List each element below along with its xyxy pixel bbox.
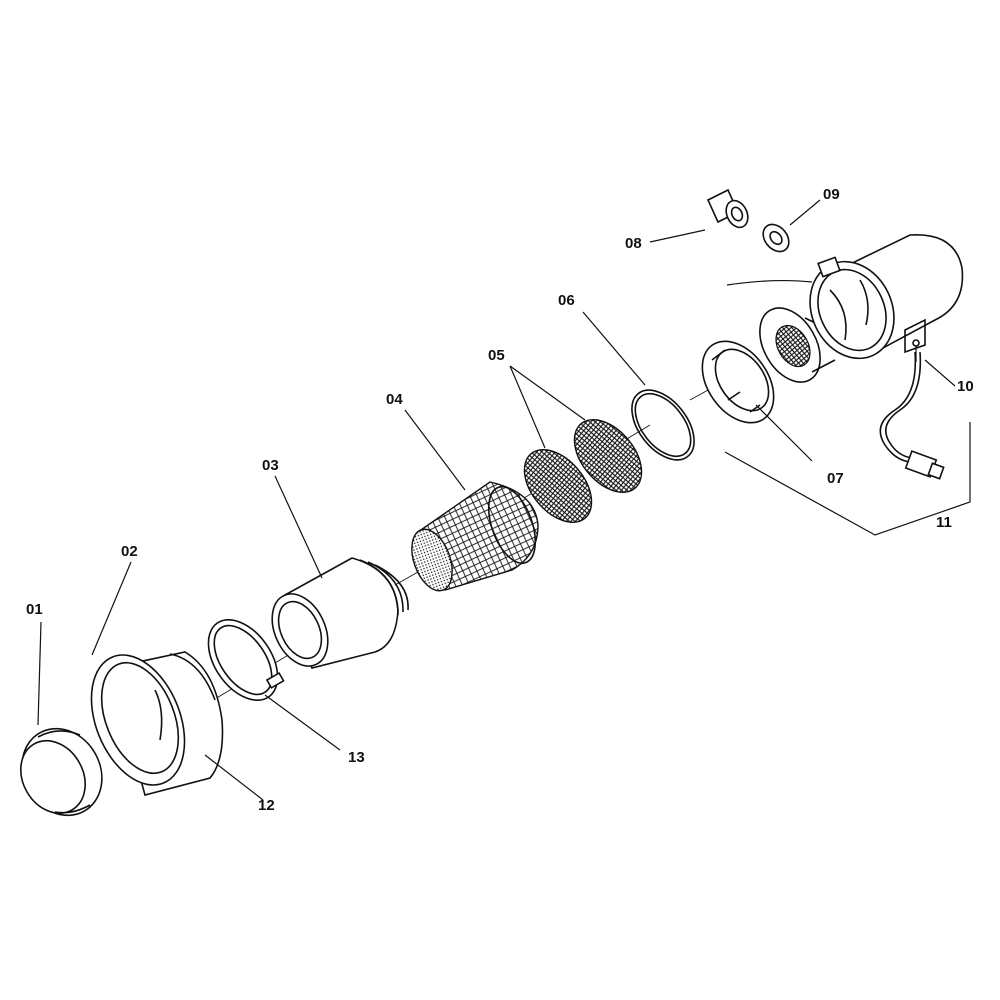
part-07-retaining-ring [701, 340, 775, 424]
part-10-screw [912, 339, 920, 362]
callout-10: 10 [957, 378, 974, 395]
callout-02: 02 [121, 543, 138, 560]
callout-08: 08 [625, 235, 642, 252]
callout-05: 05 [488, 347, 505, 364]
part-08-fitting [706, 188, 749, 229]
leader-lines [37, 199, 971, 801]
part-06-o-ring [631, 389, 695, 461]
callout-09: 09 [823, 186, 840, 203]
part-intake-fitting [759, 307, 836, 383]
part-09-washer [762, 223, 790, 253]
part-03-threaded-sleeve [271, 557, 409, 669]
callout-13: 13 [348, 749, 365, 766]
part-04-strainer-basket [411, 481, 539, 592]
callout-06: 06 [558, 292, 575, 309]
callout-03: 03 [262, 457, 279, 474]
callout-07: 07 [827, 470, 844, 487]
callout-01: 01 [26, 601, 43, 618]
callout-labels: 01 02 03 04 05 06 07 08 09 10 11 12 13 [26, 186, 974, 814]
callout-12: 12 [258, 797, 275, 814]
part-05-mesh-screens [523, 419, 643, 523]
callout-11: 11 [936, 514, 952, 531]
callout-04: 04 [386, 391, 403, 408]
part-12-reducer-coupling [90, 651, 224, 796]
part-01-end-cap [20, 727, 103, 817]
part-main-housing [726, 234, 964, 360]
part-13-hose-clamp [207, 618, 285, 702]
part-cable-connector [879, 351, 945, 480]
